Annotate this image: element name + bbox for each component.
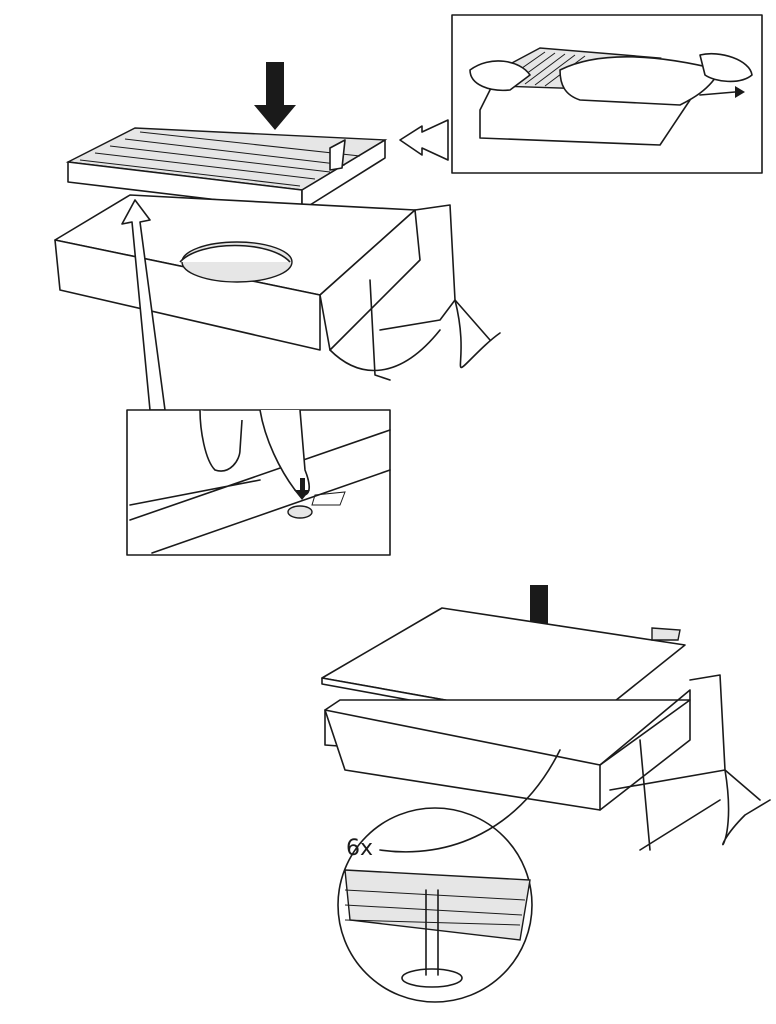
filter-step xyxy=(54,62,501,411)
unwrap-filter-inset xyxy=(451,14,763,174)
quantity-label: 6x xyxy=(346,836,374,861)
cover-step xyxy=(321,585,771,1003)
unwrap-arrow-icon xyxy=(399,119,449,161)
down-arrow-icon xyxy=(254,62,296,130)
pull-arrow-icon xyxy=(699,91,736,96)
power-cable xyxy=(454,299,501,369)
finger-press-inset xyxy=(126,409,391,556)
press-arrow-icon xyxy=(294,478,310,500)
